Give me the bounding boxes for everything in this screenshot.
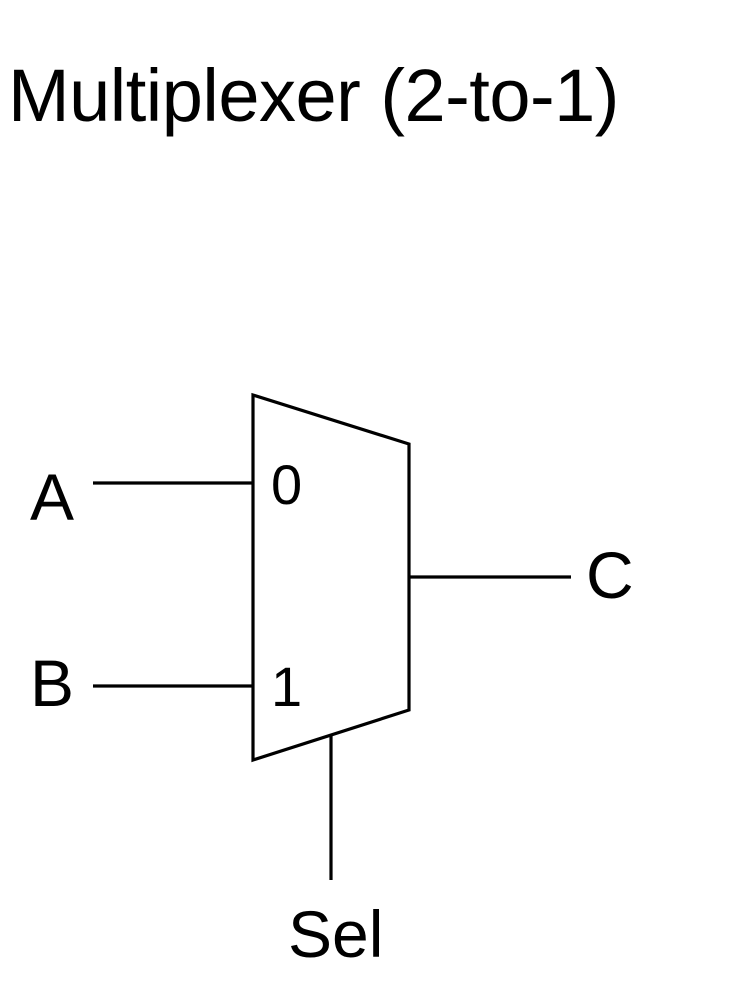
select-label: Sel xyxy=(288,897,383,971)
input-a-label: A xyxy=(30,460,74,534)
output-c-label: C xyxy=(586,538,634,612)
port-0-label: 0 xyxy=(271,453,302,516)
diagram-title: Multiplexer (2-to-1) xyxy=(8,54,619,137)
port-1-label: 1 xyxy=(271,655,302,718)
input-b-label: B xyxy=(30,646,74,720)
mux-body xyxy=(251,392,411,763)
